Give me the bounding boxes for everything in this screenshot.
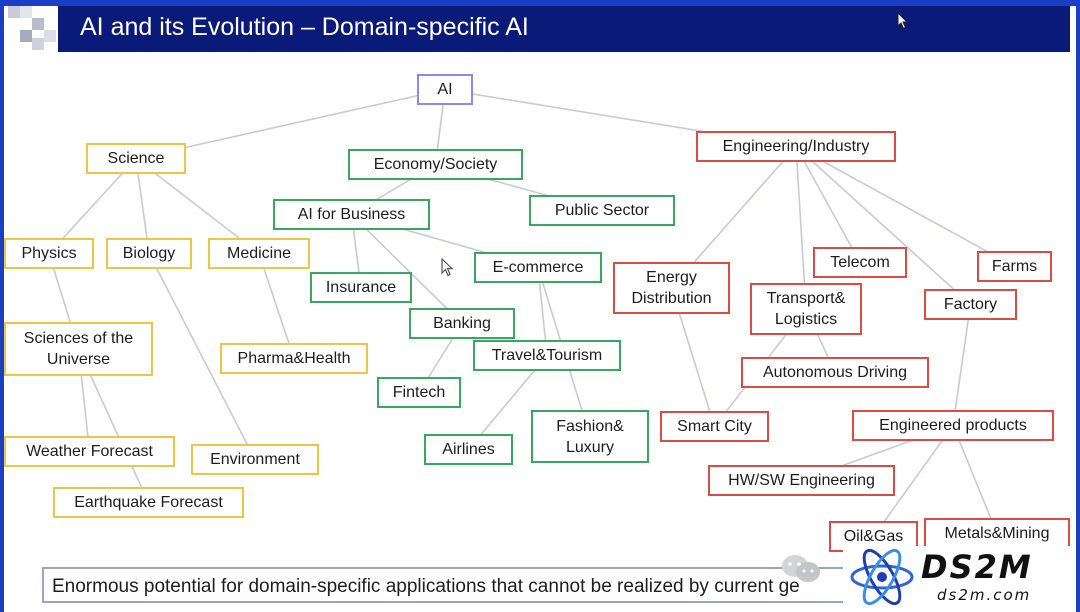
node-transport-logistics: Transport& Logistics [750, 283, 862, 335]
mouse-pointer-icon [441, 258, 454, 277]
node-ai: AI [417, 74, 473, 105]
edge-ai_business-banking [350, 213, 463, 325]
node-fashion-luxury: Fashion& Luxury [531, 410, 649, 463]
node-hw-sw-engineering: HW/SW Engineering [708, 465, 895, 496]
footer-callout: Enormous potential for domain-specific a… [42, 567, 972, 603]
node-biology: Biology [106, 238, 192, 269]
edge-ai-science [135, 88, 446, 160]
node-e-commerce: E-commerce [474, 252, 602, 283]
node-physics: Physics [4, 238, 94, 269]
node-autonomous-driving: Autonomous Driving [741, 357, 929, 388]
mouse-pointer-icon [897, 12, 909, 30]
watermark-url: ds2m.com [937, 586, 1032, 604]
edge-science-medicine [135, 157, 260, 255]
node-telecom: Telecom [813, 247, 907, 278]
node-travel-tourism: Travel&Tourism [473, 340, 621, 371]
watermark-panel: DS2M ds2m.com [843, 546, 1076, 608]
edge-biology-environment [148, 253, 256, 460]
edge-engineering-farms [795, 145, 1015, 268]
slide-logo-squares [8, 6, 56, 50]
node-fintech: Fintech [377, 377, 461, 408]
edge-engineered-oilgas [872, 425, 954, 537]
node-sciences-of-the-universe: Sciences of the Universe [4, 322, 153, 376]
node-pharma-health: Pharma&Health [220, 343, 368, 374]
frame-top [0, 0, 1080, 6]
footer-text: Enormous potential for domain-specific a… [52, 576, 800, 597]
node-smart-city: Smart City [660, 411, 769, 442]
watermark-brand: DS2M [921, 548, 1033, 586]
atom-logo-icon [850, 548, 914, 606]
node-earthquake-forecast: Earthquake Forecast [53, 487, 244, 518]
node-environment: Environment [191, 444, 319, 475]
edge-engineering-telecom [795, 146, 861, 263]
node-airlines: Airlines [424, 434, 513, 465]
frame-right [1076, 0, 1080, 612]
node-ai-for-business: AI for Business [273, 199, 430, 230]
node-science: Science [86, 143, 186, 174]
edge-travel-airlines [467, 354, 548, 451]
edge-engineered-metals [952, 425, 998, 534]
node-metals-mining: Metals&Mining [924, 518, 1070, 549]
node-banking: Banking [409, 308, 515, 339]
frame-left [0, 0, 4, 612]
node-weather-forecast: Weather Forecast [4, 436, 175, 467]
wechat-icon [782, 555, 820, 582]
node-factory: Factory [924, 289, 1017, 320]
edge-engineering-transport [795, 146, 807, 310]
node-insurance: Insurance [310, 272, 412, 303]
node-energy-distribution: Energy Distribution [613, 262, 730, 314]
node-engineering-industry: Engineering/Industry [696, 131, 896, 162]
node-medicine: Medicine [208, 238, 310, 269]
edge-medicine-pharma [258, 253, 295, 359]
edge-factory-engineered [952, 304, 972, 426]
edge-science-biology [135, 158, 150, 254]
node-economy-society: Economy/Society [348, 149, 523, 180]
edge-engineering-factory [795, 145, 972, 306]
edge-science-physics [48, 157, 137, 255]
slide-title: AI and its Evolution – Domain-specific A… [80, 13, 529, 41]
node-farms: Farms [977, 251, 1052, 282]
node-public-sector: Public Sector [529, 195, 675, 226]
title-bar: AI and its Evolution – Domain-specific A… [58, 6, 1070, 52]
node-engineered-products: Engineered products [852, 410, 1054, 441]
